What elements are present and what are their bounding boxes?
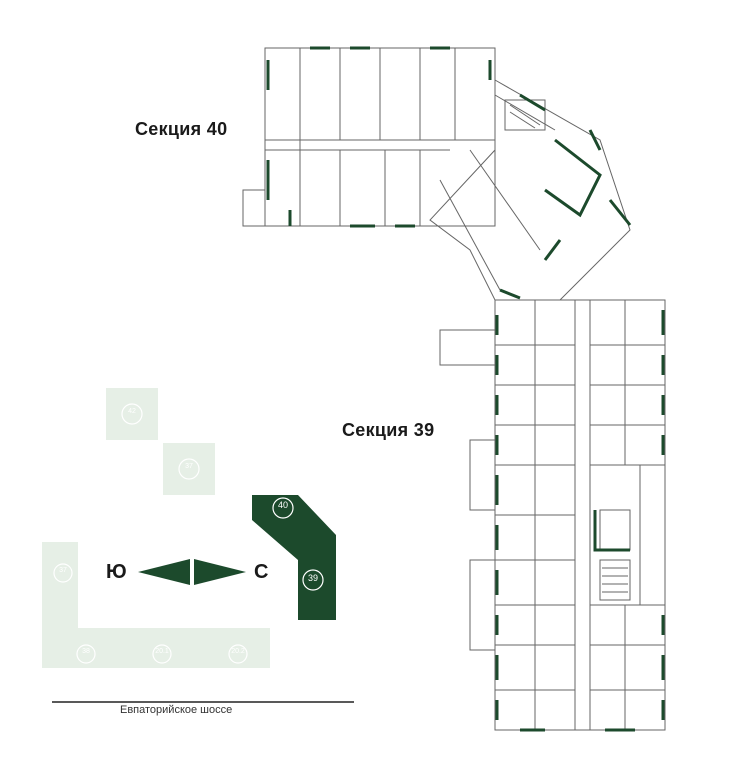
compass-arrow-north	[194, 559, 246, 585]
section-39-windows	[495, 310, 665, 732]
section-40-title: Секция 40	[135, 119, 228, 139]
minimap-badge: 20.1	[155, 648, 169, 655]
section-40-plan	[242, 47, 631, 301]
road-label: Евпаторийское шоссе	[120, 704, 233, 716]
minimap	[42, 388, 354, 703]
minimap-badge: 37	[185, 463, 193, 470]
minimap-badge: 38	[82, 648, 90, 655]
minimap-label-39: 39	[307, 573, 318, 583]
section-40-windows	[266, 46, 632, 300]
minimap-block-42	[106, 388, 158, 440]
minimap-label-40: 40	[277, 500, 288, 510]
section-39-plan	[439, 299, 666, 731]
direction-north-label: С	[254, 561, 269, 583]
minimap-badge: 37	[59, 567, 67, 574]
minimap-block-37-20	[42, 542, 270, 668]
compass-arrow-south	[138, 559, 190, 585]
minimap-badge: 20.2	[231, 648, 245, 655]
minimap-block-38	[163, 443, 215, 495]
minimap-building-40-39	[252, 495, 336, 620]
direction-south-label: Ю	[106, 561, 127, 583]
section-39-title: Секция 39	[342, 420, 435, 440]
minimap-badge: 42	[128, 408, 136, 415]
